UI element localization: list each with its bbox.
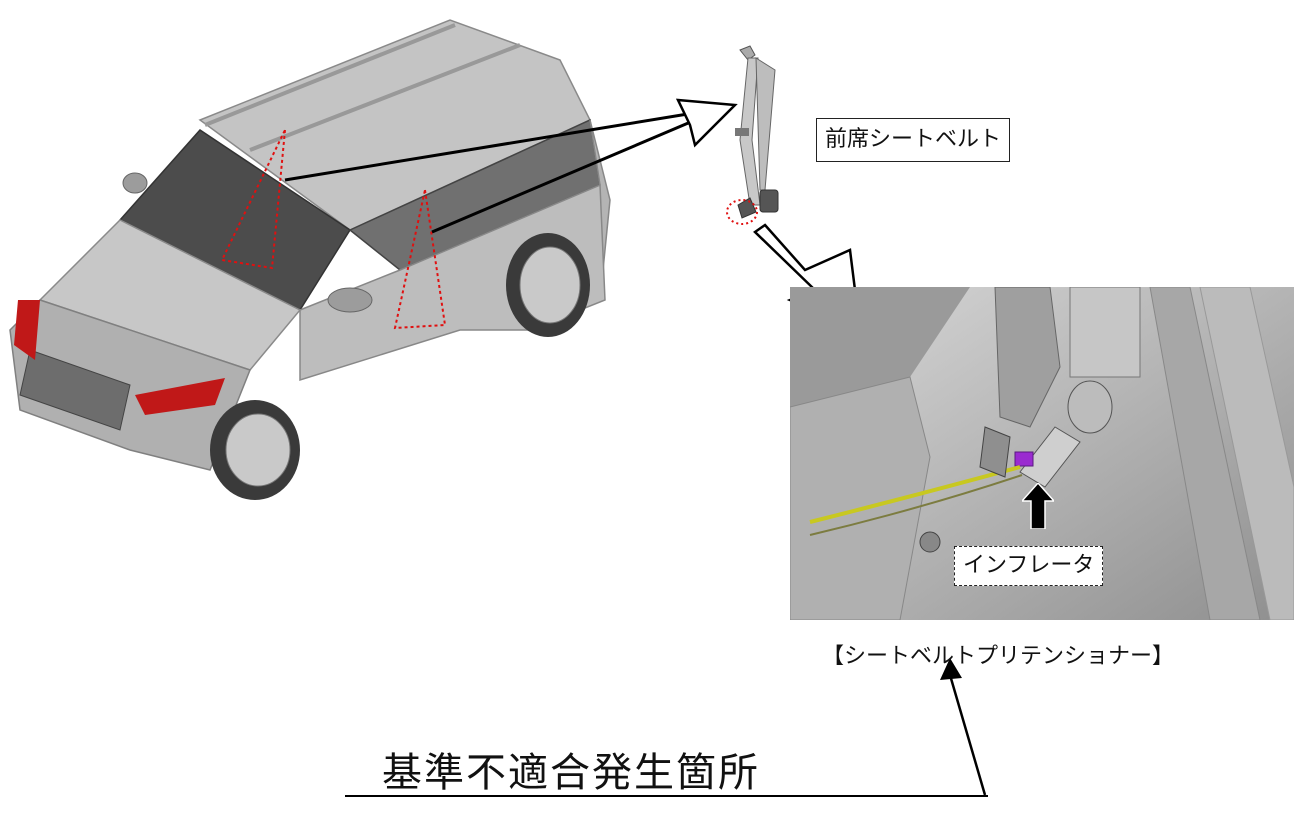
noncompliance-location-label: 基準不適合発生箇所 <box>382 750 760 796</box>
seatbelt-illustration <box>726 45 779 225</box>
front-seatbelt-label: 前席シートベルト <box>816 118 1011 162</box>
up-arrow-icon <box>1022 483 1054 529</box>
pretensioner-caption: 【シートベルトプリテンショナー】 <box>822 644 1175 669</box>
inflator-label: インフレータ <box>954 546 1104 586</box>
